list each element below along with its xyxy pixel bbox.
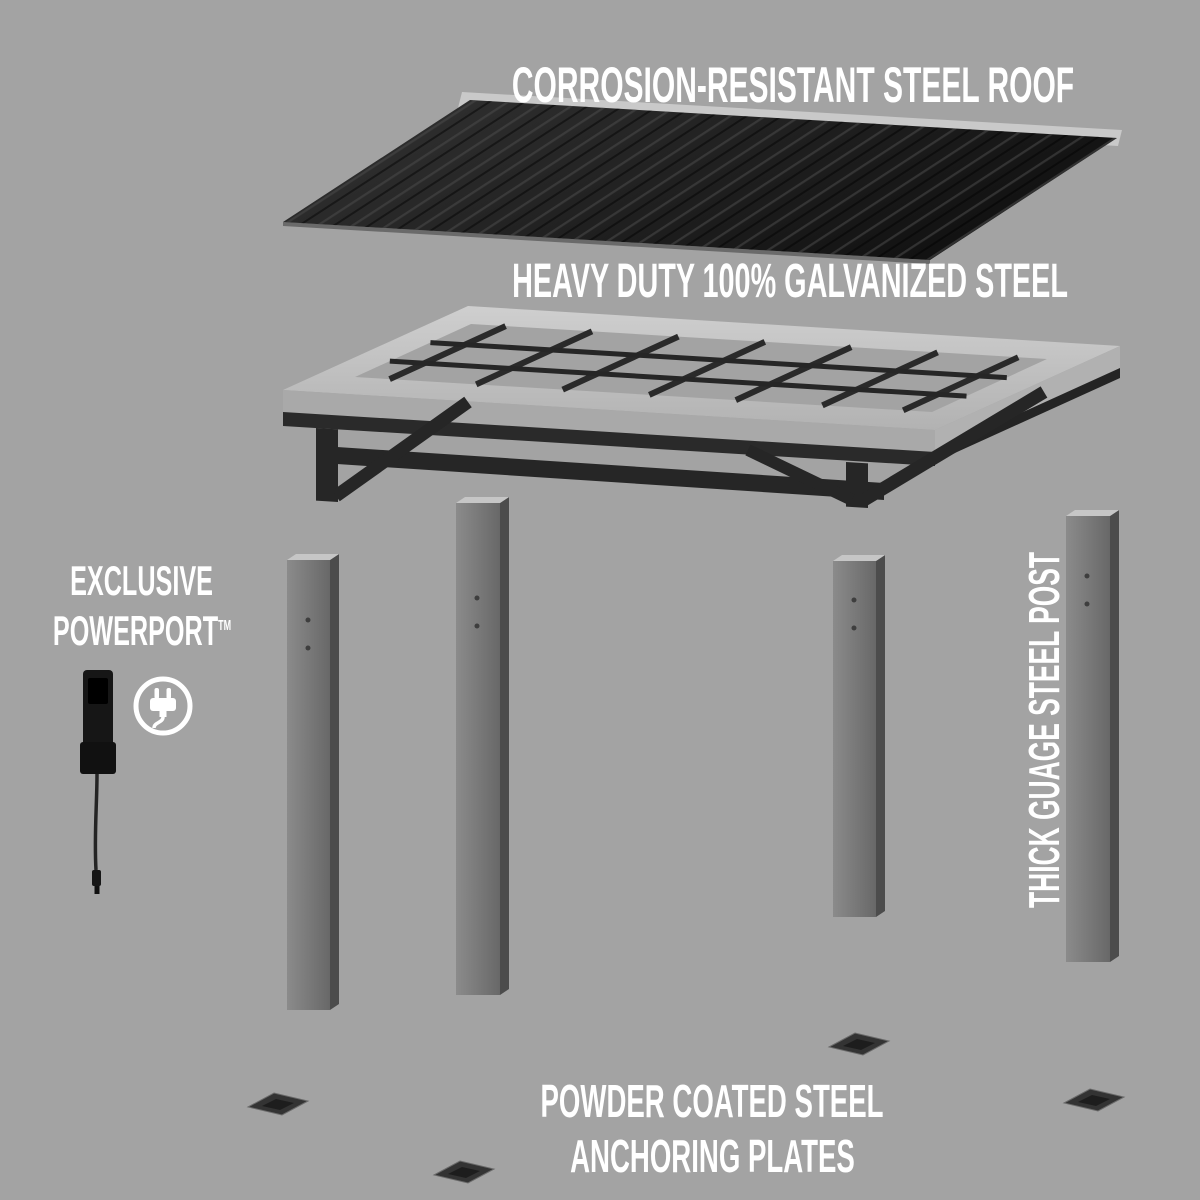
steel-post-4 <box>1066 510 1119 962</box>
powerport-callout-line2: POWERPORT <box>52 607 219 655</box>
powerport-callout-line1: EXCLUSIVE <box>70 557 214 604</box>
steel-post-3 <box>833 555 885 917</box>
anchor-plate-1 <box>246 1092 310 1116</box>
roof-callout-text: CORROSION-RESISTANT STEEL ROOF <box>511 57 1075 113</box>
frame-rafters <box>388 323 1020 414</box>
power-plug-icon <box>133 676 193 736</box>
post-callout-text: THICK GUAGE STEEL POST <box>1020 552 1069 908</box>
frame-callout: HEAVY DUTY 100% GALVANIZED STEEL <box>327 254 1200 309</box>
frame-deck-front-face <box>283 390 935 452</box>
anchor-plate-2 <box>432 1160 496 1184</box>
powerport-device-icon <box>80 670 116 894</box>
frame-purlins <box>389 340 1007 399</box>
steel-post-2 <box>456 497 509 995</box>
trademark-symbol: TM <box>218 617 232 635</box>
anchors-callout-line2: ANCHORING PLATES <box>569 1130 855 1183</box>
anchors-callout: POWDER COATED STEEL ANCHORING PLATES <box>426 1074 998 1184</box>
roof-panel <box>283 92 1122 264</box>
frame-assembly <box>283 306 1120 508</box>
frame-braces <box>316 386 1048 508</box>
roof-callout: CORROSION-RESISTANT STEEL ROOF <box>324 56 1200 114</box>
steel-post-1 <box>287 554 339 1010</box>
powerport-callout: EXCLUSIVE POWERPORTTM <box>0 556 291 657</box>
anchors-callout-line1: POWDER COATED STEEL <box>540 1075 884 1127</box>
frame-header-beam <box>322 446 884 500</box>
post-callout: THICK GUAGE STEEL POST <box>1020 433 1070 1026</box>
frame-callout-text: HEAVY DUTY 100% GALVANIZED STEEL <box>512 255 1068 308</box>
anchor-plate-3 <box>827 1032 891 1056</box>
anchor-plate-4 <box>1062 1088 1126 1112</box>
